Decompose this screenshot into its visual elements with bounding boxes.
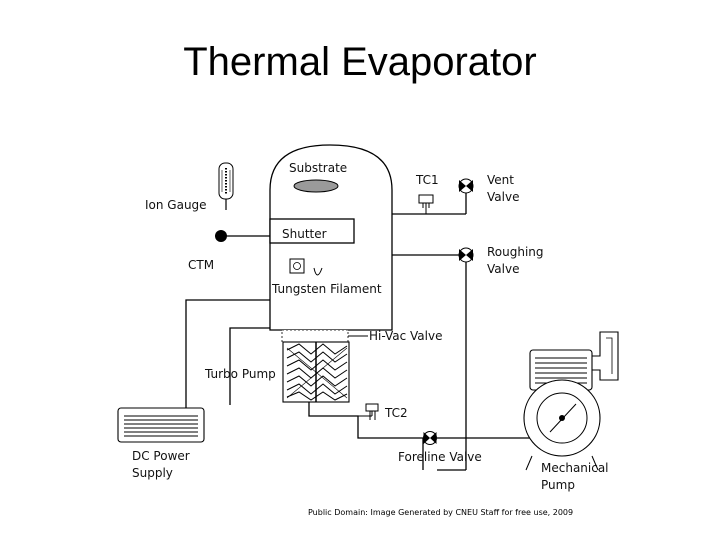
tc1-gauge (418, 194, 434, 214)
turbo-pump (282, 341, 350, 403)
ion-gauge (218, 162, 234, 210)
label-vent-valve: Vent Valve (487, 173, 520, 204)
vent-valve (458, 178, 474, 194)
dc-power-supply (117, 407, 205, 443)
label-tc1: TC1 (416, 173, 439, 187)
label-mechanical-pump: Mechanical Pump (541, 461, 609, 492)
label-roughing-valve: Roughing Valve (487, 245, 544, 276)
label-turbo-pump: Turbo Pump (205, 367, 276, 381)
roughing-valve (458, 247, 474, 263)
tungsten-filament (313, 267, 323, 276)
label-ctm: CTM (188, 258, 215, 272)
ctm-feedthrough (215, 230, 270, 242)
power-wires (185, 299, 270, 410)
foreline-valve (423, 431, 437, 445)
roughing-line (392, 254, 467, 471)
label-dc-power-supply: DC Power Supply (132, 449, 190, 480)
vent-line (392, 193, 467, 215)
label-substrate: Substrate (289, 161, 348, 175)
label-tungsten-filament: Tungsten Filament (272, 282, 382, 296)
label-hivac-valve: Hi-Vac Valve (369, 329, 443, 343)
credit-note: Public Domain: Image Generated by CNEU S… (308, 508, 574, 517)
label-shutter: Shutter (282, 227, 327, 241)
label-ion-gauge: Ion Gauge (145, 198, 207, 212)
hivac-valve (281, 329, 368, 343)
ctm-sensor (289, 258, 305, 274)
label-foreline-valve: Foreline Valve (398, 450, 482, 464)
label-tc2: TC2 (385, 406, 408, 420)
tc2-gauge (365, 403, 379, 420)
diagram-title: Thermal Evaporator (183, 40, 537, 84)
shutter-plate (269, 218, 355, 244)
mechanical-pump (523, 331, 619, 471)
vacuum-chamber (269, 144, 393, 331)
substrate-holder (293, 179, 339, 193)
